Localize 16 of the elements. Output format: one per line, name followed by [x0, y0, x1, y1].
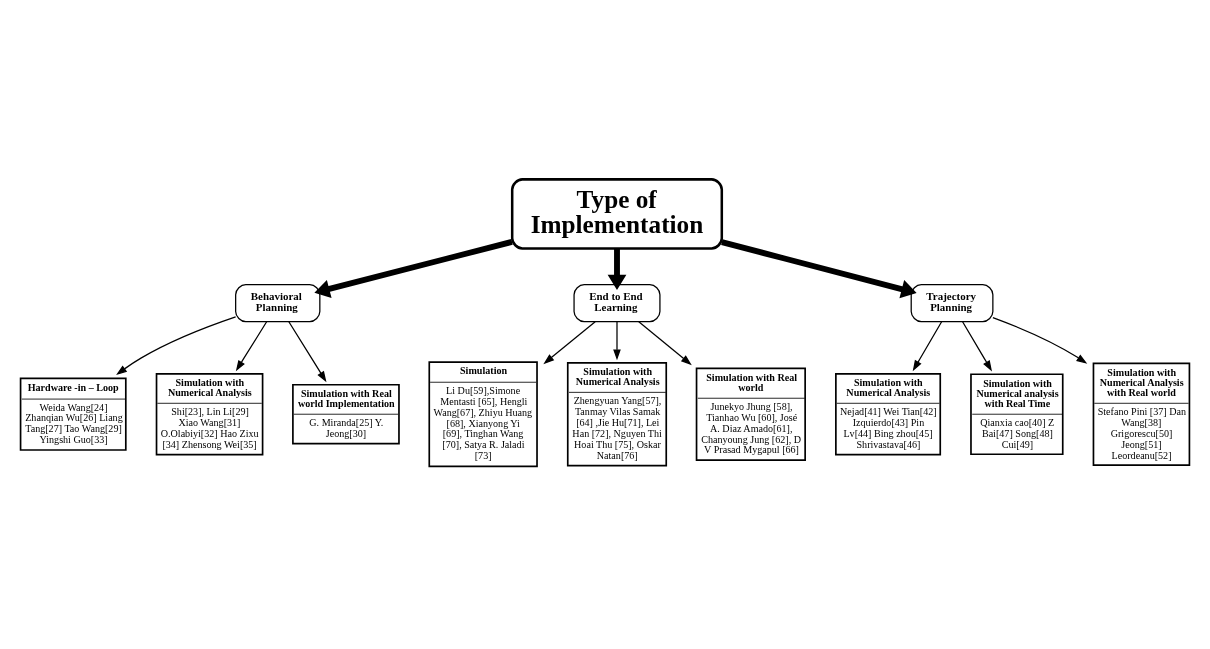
- arrow: [235, 320, 268, 371]
- node-box: End to End Learning: [573, 283, 661, 322]
- node-box: Trajectory Planning: [910, 283, 994, 322]
- arrow: [613, 320, 621, 360]
- arrow: [116, 315, 237, 375]
- arrow: [288, 320, 327, 382]
- arrow: [912, 320, 943, 371]
- node-box: Behavioral Planning: [235, 283, 321, 322]
- node-box: Type of Implementation: [510, 177, 724, 250]
- arrow: [607, 248, 627, 290]
- arrow: [314, 238, 513, 298]
- arrow: [638, 320, 692, 365]
- arrow: [543, 320, 596, 364]
- arrow: [992, 316, 1088, 364]
- arrow: [721, 238, 917, 298]
- arrow: [961, 320, 992, 371]
